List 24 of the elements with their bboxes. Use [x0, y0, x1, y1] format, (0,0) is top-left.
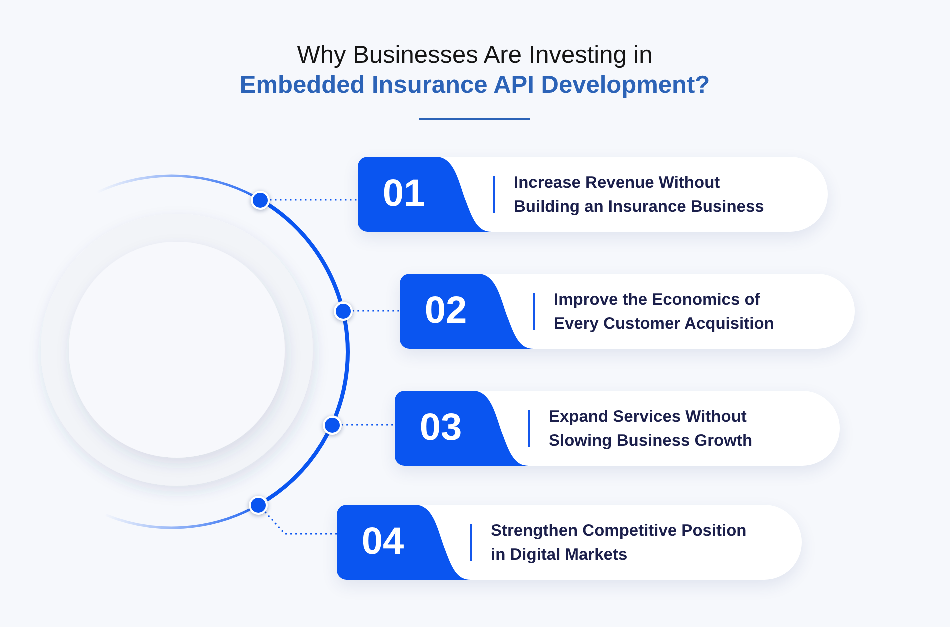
- step-text: Strengthen Competitive Position in Digital Markets: [491, 520, 748, 566]
- leader-line: [342, 424, 395, 426]
- leader-line: [264, 512, 337, 535]
- timeline-arc: [266, 432, 330, 502]
- leader-line: [270, 199, 358, 201]
- title: Why Businesses Are Investing in Embedded Insurance API Development?: [238, 41, 712, 101]
- step-number: 02: [424, 291, 468, 332]
- step-number: 04: [362, 522, 404, 563]
- step-text: Increase Revenue Without Building an Insurance Business: [514, 172, 766, 218]
- step-card: [358, 157, 828, 232]
- step-number: 03: [420, 408, 462, 449]
- leader-line: [352, 310, 400, 312]
- step-card: [395, 391, 840, 466]
- timeline-dot: [334, 302, 353, 320]
- timeline-dot: [249, 496, 268, 514]
- timeline-dot: [322, 416, 342, 434]
- step-card: [400, 274, 855, 349]
- step-text: Expand Services Without Slowing Business Growth: [549, 406, 754, 452]
- timeline-dot: [251, 190, 270, 210]
- step-text: Improve the Economics of Every Customer Acquisition: [554, 290, 776, 334]
- step-number: 01: [382, 174, 426, 215]
- timeline-arc: [268, 203, 343, 302]
- timeline-arc: [334, 320, 350, 417]
- step-card: [337, 505, 802, 580]
